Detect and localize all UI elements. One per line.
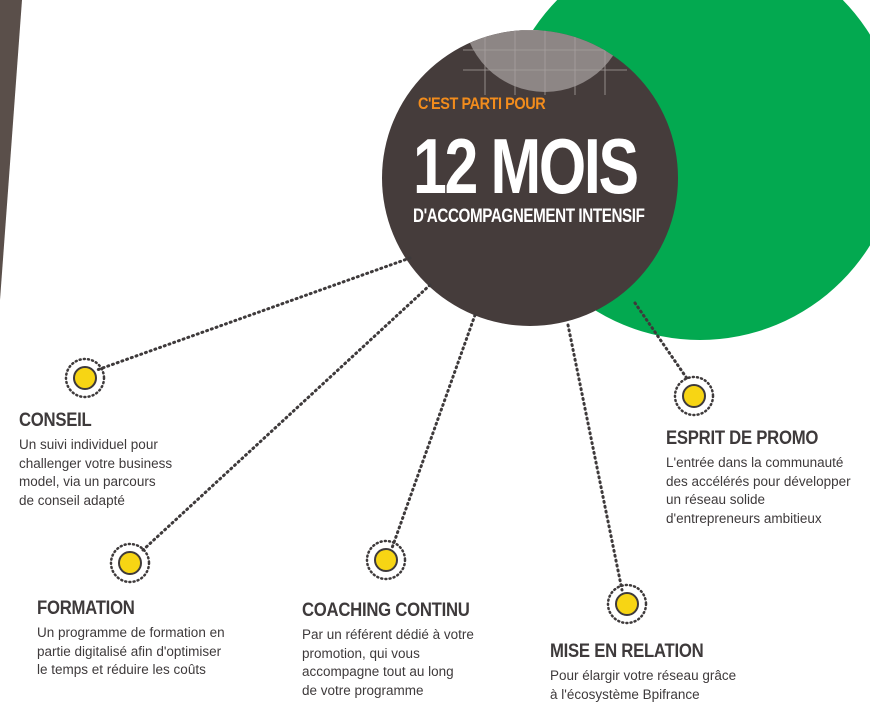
node-coaching bbox=[365, 539, 407, 581]
node-mise-en-relation bbox=[606, 583, 648, 625]
node-conseil bbox=[64, 357, 106, 399]
hub-subtitle: D'ACCOMPAGNEMENT INTENSIF bbox=[413, 206, 645, 227]
node-formation bbox=[109, 542, 151, 584]
connector-mise-en-relation bbox=[566, 323, 624, 592]
hub-title: 12 MOIS bbox=[413, 122, 639, 210]
node-esprit-de-promo bbox=[673, 375, 715, 417]
connector-conseil bbox=[95, 256, 412, 372]
block-title: FORMATION bbox=[37, 598, 135, 619]
block-formation: FORMATION Un programme de formation en p… bbox=[37, 598, 225, 680]
left-edge-band bbox=[0, 0, 22, 300]
block-description: Un programme de formation en partie digi… bbox=[37, 625, 225, 677]
block-description: L'entrée dans la communauté des accéléré… bbox=[666, 455, 851, 526]
block-coaching-continu: COACHING CONTINU Par un référent dédié à… bbox=[302, 600, 492, 700]
block-title: ESPRIT DE PROMO bbox=[666, 428, 819, 449]
block-title: COACHING CONTINU bbox=[302, 600, 470, 621]
connectors bbox=[95, 256, 690, 592]
block-description: Par un référent dédié à votre promotion,… bbox=[302, 627, 474, 698]
block-description: Un suivi individuel pour challenger votr… bbox=[19, 437, 173, 508]
block-conseil: CONSEIL Un suivi individuel pour challen… bbox=[19, 410, 172, 510]
block-description: Pour élargir votre réseau grâce à l'écos… bbox=[550, 668, 737, 702]
hub-kicker: C'EST PARTI POUR bbox=[418, 94, 546, 113]
block-esprit-de-promo: ESPRIT DE PROMO L'entrée dans la communa… bbox=[666, 428, 851, 528]
block-mise-en-relation: MISE EN RELATION Pour élargir votre rése… bbox=[550, 641, 736, 704]
block-title: CONSEIL bbox=[19, 410, 92, 431]
block-title: MISE EN RELATION bbox=[550, 641, 704, 662]
connector-esprit-de-promo bbox=[633, 301, 690, 382]
connector-formation bbox=[141, 283, 432, 552]
connector-coaching bbox=[390, 313, 477, 550]
hub-circle bbox=[382, 30, 678, 326]
